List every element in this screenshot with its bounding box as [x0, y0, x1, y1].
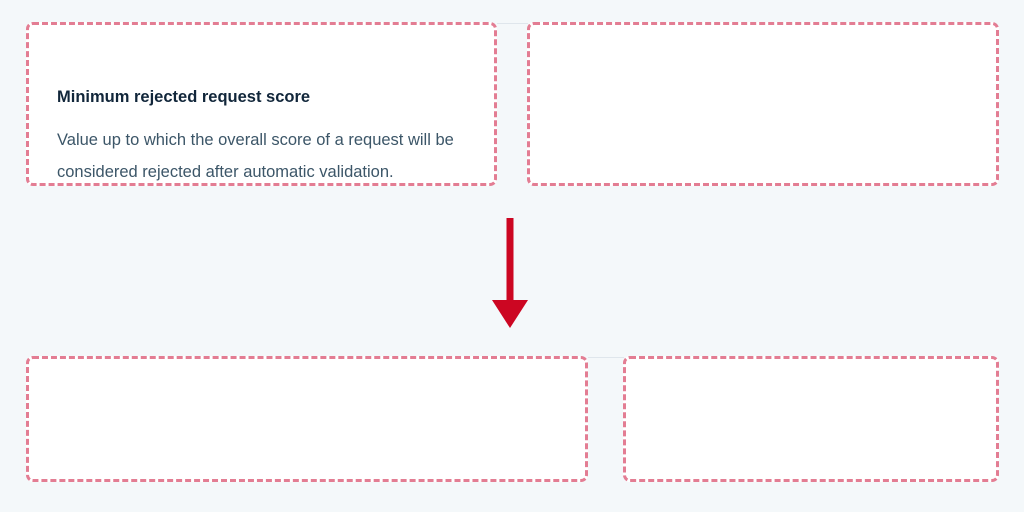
- before-label-cell: Minimum rejected request score Value up …: [26, 22, 497, 186]
- after-control-cell: 100 points: [623, 356, 999, 482]
- before-field-description: Value up to which the overall score of a…: [57, 131, 454, 181]
- after-label-cell: Minimum rejected request score Value up …: [26, 356, 588, 482]
- after-row-divider: [588, 357, 624, 358]
- before-control-cell: 100 points: [527, 22, 999, 186]
- before-field-title: Minimum rejected request score: [57, 88, 311, 106]
- before-row-divider: [497, 23, 528, 24]
- arrow-down-icon: [492, 218, 528, 328]
